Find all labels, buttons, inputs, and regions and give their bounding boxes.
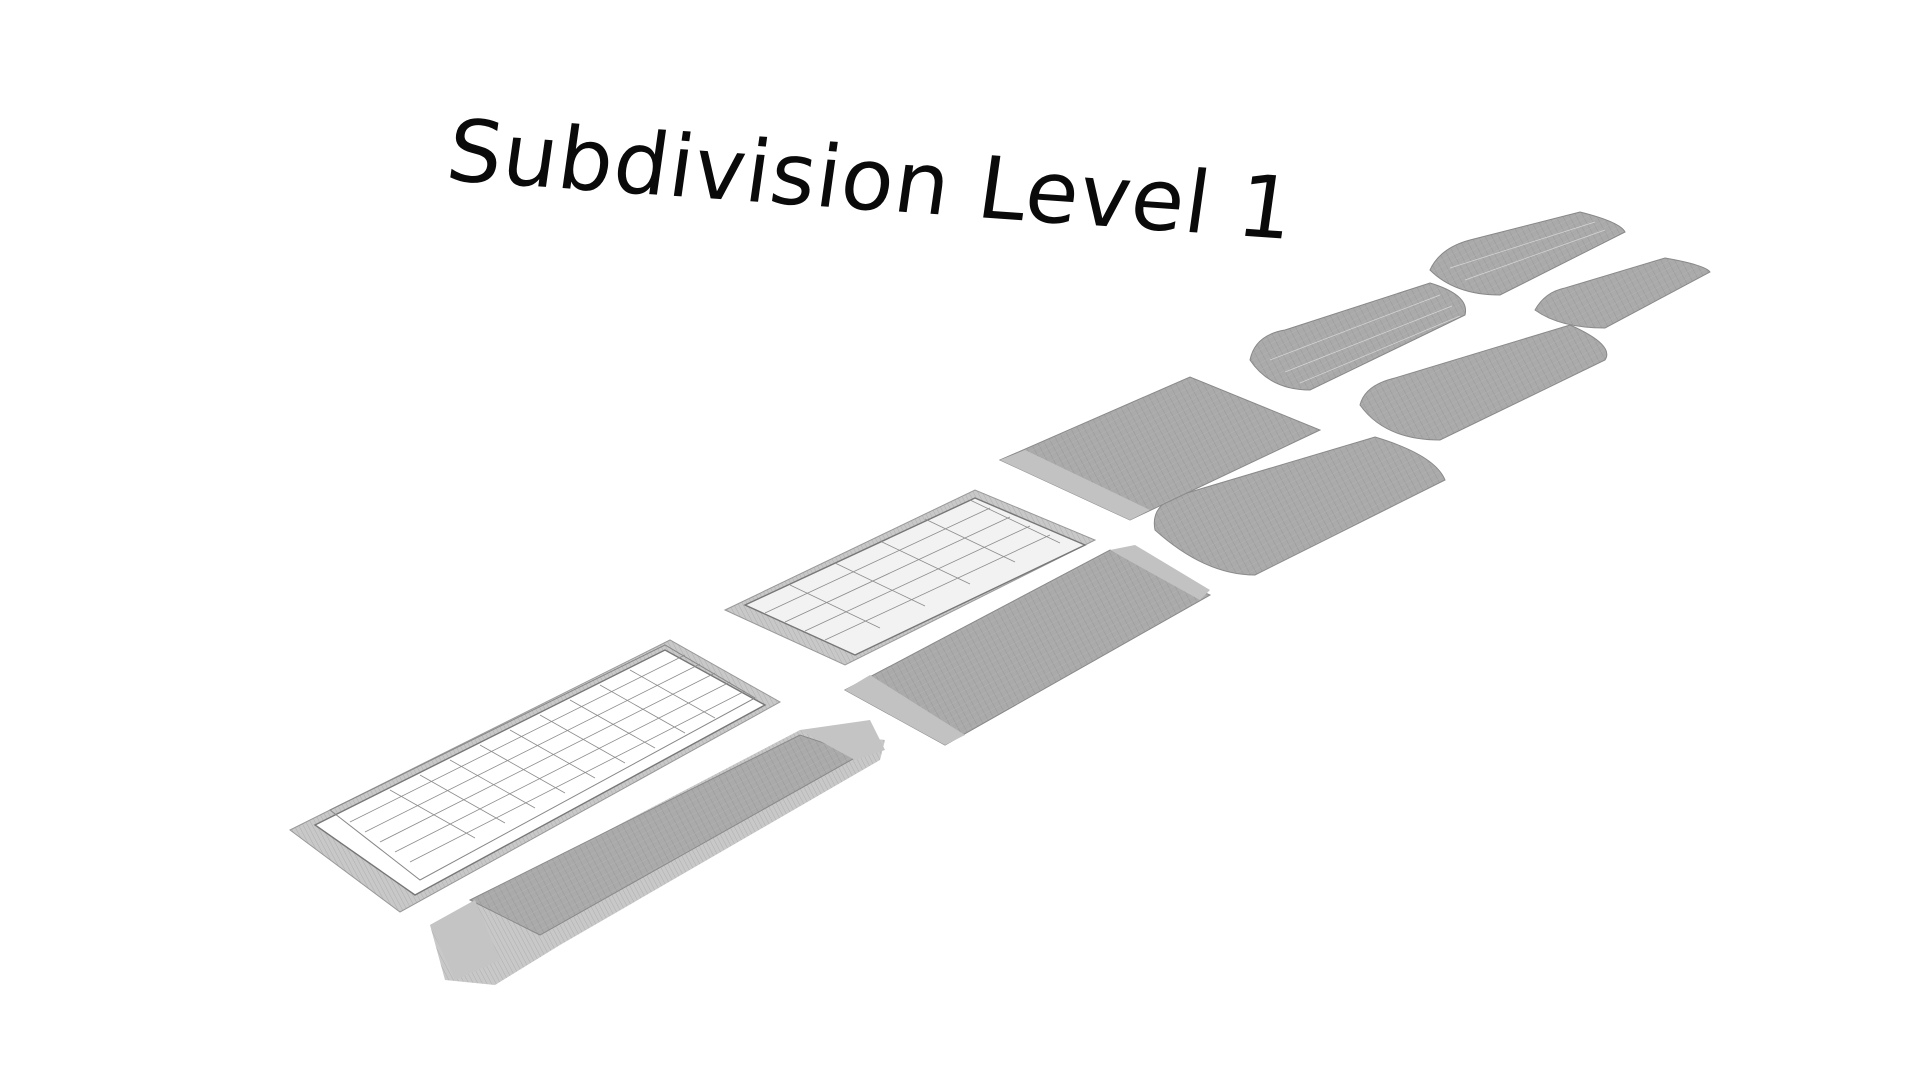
bar-wrapper-flat <box>843 545 1212 746</box>
tray-wireframe-large <box>289 639 782 913</box>
pillow-pack-tiny <box>1534 257 1711 329</box>
tray-wireframe-small <box>1249 282 1467 391</box>
bar-wrapper-crimped <box>430 720 885 985</box>
pillow-pack-small <box>1359 324 1608 441</box>
tray-wireframe-tiny <box>1429 211 1626 296</box>
bar-wrapper-square <box>998 376 1322 521</box>
tray-wireframe-medium <box>723 489 1097 666</box>
